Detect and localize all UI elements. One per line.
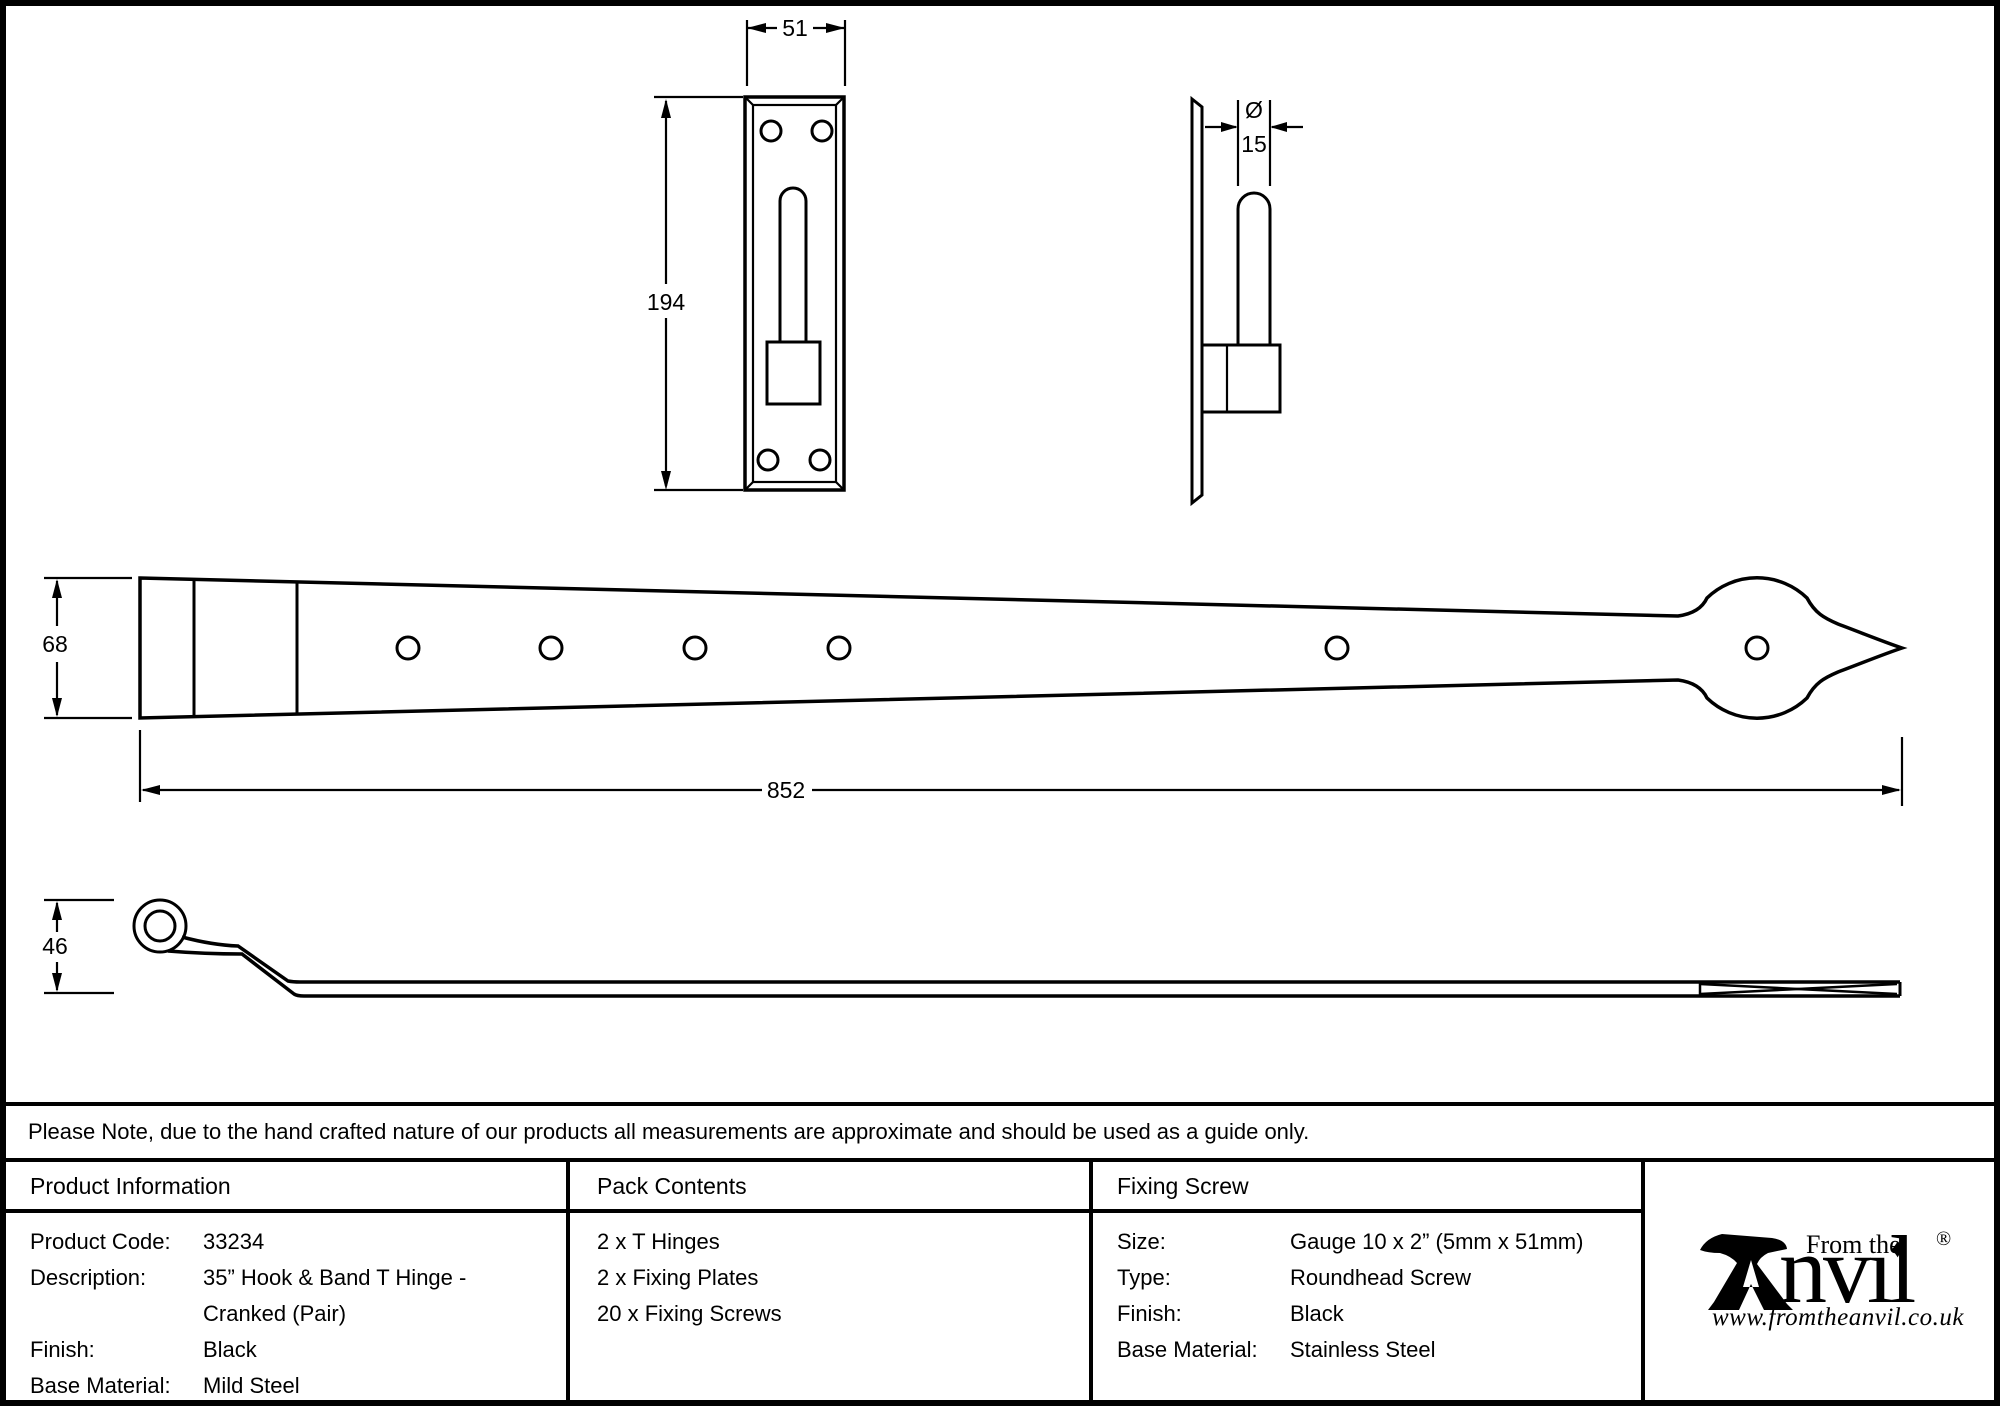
screw-hole: [759, 119, 783, 143]
logo-website: www.fromtheanvil.co.uk: [1712, 1304, 1964, 1331]
miter-tl: [744, 96, 754, 106]
finish-value: Black: [203, 1337, 257, 1362]
band-hole: [395, 635, 421, 661]
dim-band-length: 852: [138, 730, 1904, 806]
arrowhead: [52, 973, 62, 992]
description-value-line1: 35” Hook & Band T Hinge -: [203, 1265, 467, 1290]
table-header-pack-contents: Pack Contents: [597, 1173, 747, 1199]
dim-pin-diameter: Ø 15: [1205, 97, 1303, 186]
arrowhead: [1882, 785, 1901, 795]
miter-tr: [835, 96, 845, 106]
table-header-product-information: Product Information: [30, 1173, 231, 1199]
arrowhead: [141, 785, 160, 795]
band-hole: [1324, 635, 1350, 661]
dim-label-band-length: 852: [767, 777, 805, 803]
dim-plate-width: 51: [745, 15, 847, 86]
screw-hole: [808, 448, 832, 472]
pack-contents-item: 2 x T Hinges: [597, 1229, 720, 1254]
screw-hole: [756, 448, 780, 472]
eye-loop-inner: [143, 909, 177, 943]
plate-bevel: [751, 103, 838, 484]
band-side-bottom-edge: [167, 949, 1900, 998]
dim-hook-height: 46: [42, 898, 114, 995]
arrowhead: [1270, 122, 1287, 132]
pin-slot: [778, 186, 808, 342]
logo-diamond-dot: ♦: [1891, 1234, 1905, 1263]
screw-type-label: Type:: [1117, 1265, 1171, 1290]
dim-label-hook-height: 46: [42, 933, 68, 959]
pin-block: [765, 340, 822, 406]
screw-base-material-label: Base Material:: [1117, 1337, 1258, 1362]
anvil-logo-icon: [1700, 1234, 1793, 1310]
screw-type-value: Roundhead Screw: [1290, 1265, 1472, 1290]
pin-block-side: [1200, 343, 1282, 414]
band-side-view: [132, 898, 1902, 998]
miter-bl: [744, 481, 754, 491]
finish-label: Finish:: [30, 1337, 95, 1362]
anvil-silhouette: [1700, 1234, 1793, 1310]
arrowhead: [1221, 122, 1238, 132]
product-code-value: 33234: [203, 1229, 265, 1254]
band-front-view: [138, 576, 1908, 720]
base-material-value: Mild Steel: [203, 1373, 300, 1398]
band-hole: [682, 635, 708, 661]
hook-pin: [1236, 191, 1272, 345]
screw-size-label: Size:: [1117, 1229, 1166, 1254]
screw-finish-label: Finish:: [1117, 1301, 1182, 1326]
description-value-line2: Cranked (Pair): [203, 1301, 347, 1326]
description-label: Description:: [30, 1265, 147, 1290]
band-side-top-edge: [181, 935, 1900, 984]
pack-contents-item: 2 x Fixing Plates: [597, 1265, 759, 1290]
band-hole: [538, 635, 564, 661]
pack-contents-item: 20 x Fixing Screws: [597, 1301, 782, 1326]
plate-outline: [743, 95, 846, 492]
base-material-label: Base Material:: [30, 1373, 171, 1398]
dim-label-plate-height: 194: [647, 289, 686, 315]
screw-size-value: Gauge 10 x 2” (5mm x 51mm): [1290, 1229, 1584, 1254]
arrowhead: [747, 23, 766, 33]
screw-hole: [810, 119, 834, 143]
arrowhead: [661, 99, 671, 118]
screw-base-material-value: Stainless Steel: [1290, 1337, 1436, 1362]
dim-label-dia-symbol: Ø: [1245, 97, 1263, 123]
miter-br: [835, 481, 845, 491]
arrowhead: [52, 901, 62, 920]
spear-hole: [1744, 635, 1770, 661]
note-text: Please Note, due to the hand crafted nat…: [28, 1119, 1310, 1144]
screw-finish-value: Black: [1290, 1301, 1344, 1326]
eye-loop-outer: [132, 898, 188, 954]
band-hole: [826, 635, 852, 661]
table-header-fixing-screw: Fixing Screw: [1117, 1173, 1249, 1199]
arrowhead: [52, 698, 62, 717]
arrowhead: [52, 579, 62, 598]
logo-prefix: From the: [1806, 1230, 1901, 1259]
band-outline: [138, 576, 1908, 720]
registered-trademark-icon: ®: [1936, 1228, 1952, 1250]
dim-label-pin-dia: 15: [1241, 131, 1267, 157]
logo-brand-suffix: nvıl: [1779, 1216, 1916, 1323]
tip-taper-line: [1699, 982, 1898, 996]
dim-band-height: 68: [42, 576, 132, 720]
plate-edge: [1190, 95, 1204, 507]
dim-label-band-height: 68: [42, 631, 68, 657]
product-code-label: Product Code:: [30, 1229, 171, 1254]
fixing-plate-front-view: [743, 95, 846, 492]
dim-label-plate-width: 51: [782, 15, 808, 41]
dim-plate-height: 194: [647, 95, 743, 492]
fixing-plate-side-view: [1190, 95, 1282, 507]
arrowhead: [826, 23, 845, 33]
arrowhead: [661, 471, 671, 490]
